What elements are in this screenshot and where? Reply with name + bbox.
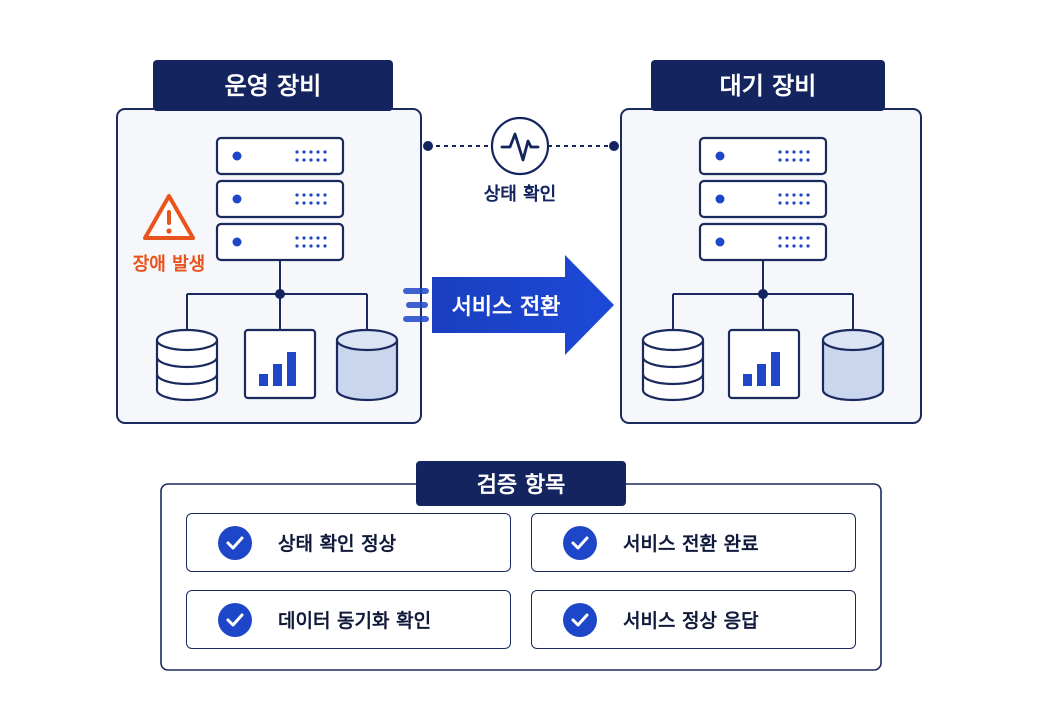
database-icon [641,328,705,402]
checklist-title-tab [416,461,626,506]
heartbeat-label: 상태 확인 [484,184,557,205]
bar-chart-icon [243,328,317,400]
checklist-item-label: 서비스 전환 완료 [623,533,759,555]
standby-device-panel: 대기 장비 [620,60,922,424]
heartbeat-link: 상태 확인 [423,116,619,205]
connector-node [275,289,285,299]
primary-device-panel: 운영 장비 장애 발생 [116,60,422,424]
checklist-item: 서비스 전환 완료 [531,513,856,572]
checklist-item: 데이터 동기화 확인 [186,590,511,649]
failover-label: 서비스 전환 [452,295,561,320]
primary-title: 운영 장비 [225,72,322,100]
check-icon [218,602,252,637]
checklist-item-label: 서비스 정상 응답 [623,610,759,632]
database-icon [335,328,399,402]
checklist-items: 상태 확인 정상 서비스 전환 완료 데이터 동기화 확인 서비스 정상 응답 [186,513,856,651]
bar-chart-icon [727,328,801,400]
checklist-item: 상태 확인 정상 [186,513,511,572]
primary-title-tab [153,60,393,111]
check-icon [563,602,597,637]
server-icon [698,136,828,262]
failover-arrow: 서비스 전환 [403,255,614,355]
connector-node [758,289,768,299]
check-icon [218,525,252,560]
warning-icon [143,194,195,240]
check-icon [563,525,597,560]
heartbeat-icon [490,116,550,176]
database-icon [821,328,885,402]
database-icon [155,328,219,402]
checklist-item: 서비스 정상 응답 [531,590,856,649]
checklist-item-label: 상태 확인 정상 [278,533,397,555]
checklist-item-label: 데이터 동기화 확인 [278,610,432,632]
standby-title-tab [651,60,885,111]
alert-label: 장애 발생 [133,254,206,275]
standby-title: 대기 장비 [720,72,817,100]
server-icon [215,136,345,262]
checklist-title: 검증 항목 [477,473,566,498]
